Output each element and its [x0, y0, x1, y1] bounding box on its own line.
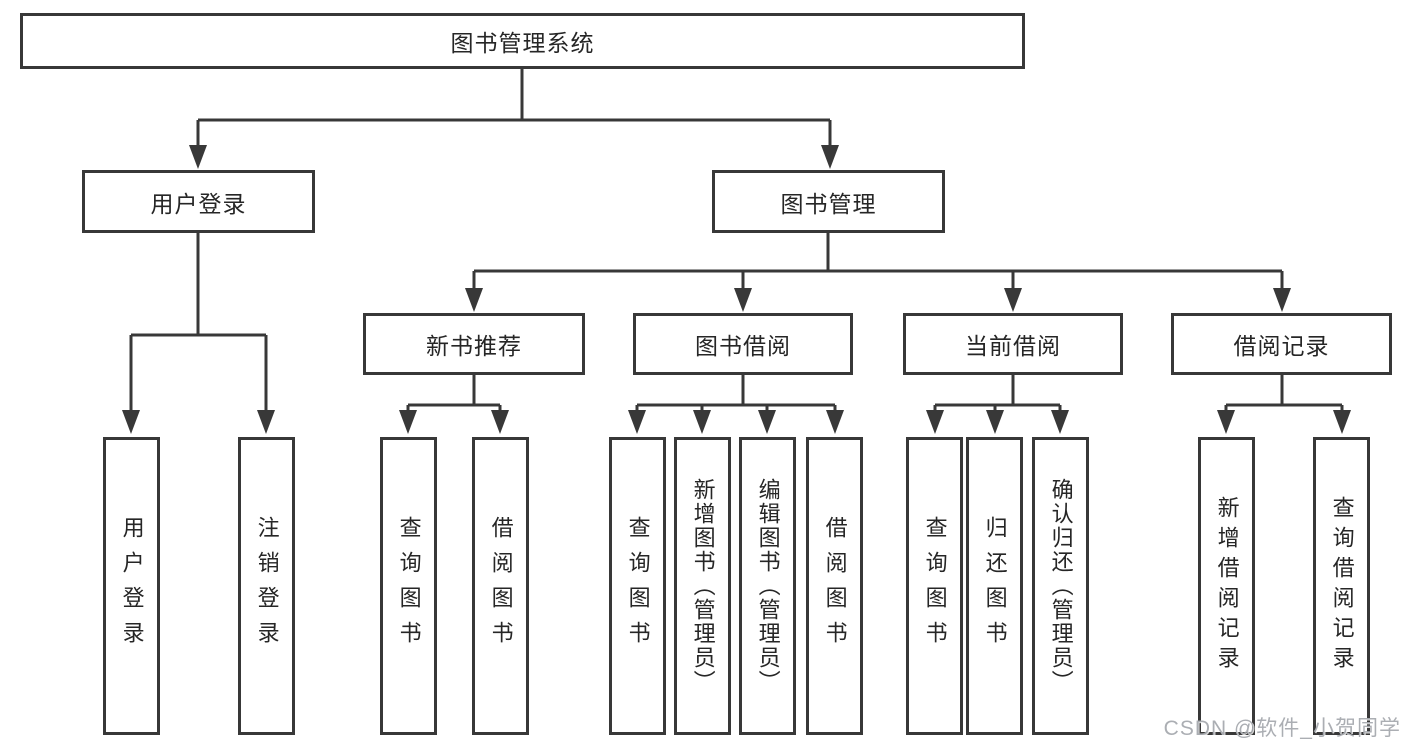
leaf-borrow-book-2-label: 借阅图书: [822, 516, 848, 656]
leaf-add-book: 新增图书（管理员）: [674, 437, 731, 735]
leaf-logout-label: 注销登录: [254, 516, 280, 656]
node-new-book-recommend: 新书推荐: [363, 313, 585, 375]
leaf-add-book-label: 新增图书（管理员）: [690, 478, 716, 694]
leaf-query-book-2: 查询图书: [609, 437, 666, 735]
node-borrow-records: 借阅记录: [1171, 313, 1392, 375]
leaf-query-book-3: 查询图书: [906, 437, 963, 735]
leaf-return-book: 归还图书: [966, 437, 1023, 735]
leaf-confirm-return-label: 确认归还（管理员）: [1048, 478, 1074, 694]
leaf-return-book-label: 归还图书: [982, 516, 1008, 656]
node-root: 图书管理系统: [20, 13, 1025, 69]
leaf-user-login-label: 用户登录: [119, 516, 145, 656]
leaf-query-book-3-label: 查询图书: [922, 516, 948, 656]
leaf-borrow-book-2: 借阅图书: [806, 437, 863, 735]
leaf-user-login: 用户登录: [103, 437, 160, 735]
leaf-query-borrow-record: 查询借阅记录: [1313, 437, 1370, 735]
leaf-query-borrow-record-label: 查询借阅记录: [1329, 496, 1355, 676]
node-book-management: 图书管理: [712, 170, 945, 233]
node-book-borrow: 图书借阅: [633, 313, 853, 375]
leaf-borrow-book-1: 借阅图书: [472, 437, 529, 735]
leaf-query-book-1-label: 查询图书: [396, 516, 422, 656]
leaf-add-borrow-record-label: 新增借阅记录: [1214, 496, 1240, 676]
leaf-query-book-2-label: 查询图书: [625, 516, 651, 656]
leaf-add-borrow-record: 新增借阅记录: [1198, 437, 1255, 735]
leaf-query-book-1: 查询图书: [380, 437, 437, 735]
node-current-borrow: 当前借阅: [903, 313, 1123, 375]
node-user-login: 用户登录: [82, 170, 315, 233]
leaf-edit-book: 编辑图书（管理员）: [739, 437, 796, 735]
leaf-logout: 注销登录: [238, 437, 295, 735]
leaf-confirm-return: 确认归还（管理员）: [1032, 437, 1089, 735]
watermark: CSDN @软件_小贺同学: [1163, 717, 1401, 740]
leaf-borrow-book-1-label: 借阅图书: [488, 516, 514, 656]
leaf-edit-book-label: 编辑图书（管理员）: [755, 478, 781, 694]
